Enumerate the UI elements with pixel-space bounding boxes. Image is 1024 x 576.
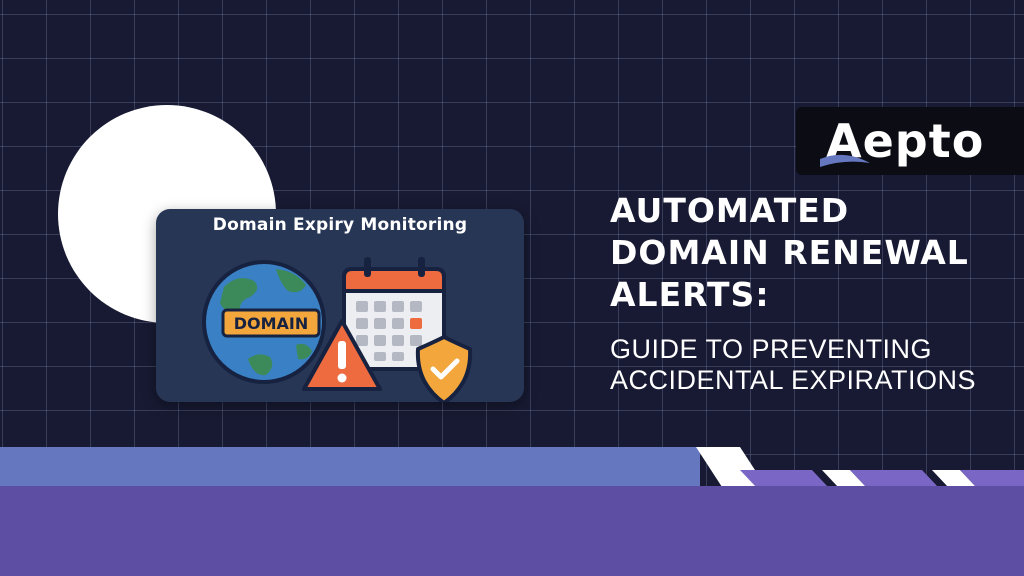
calendar-icon xyxy=(342,257,446,371)
headline: AUTOMATED DOMAIN RENEWAL ALERTS: xyxy=(610,190,969,316)
domain-badge: DOMAIN xyxy=(221,308,321,338)
card-illustration: DOMAIN xyxy=(202,257,473,402)
subheadline: GUIDE TO PREVENTING ACCIDENTAL EXPIRATIO… xyxy=(610,334,976,396)
subheadline-line: GUIDE TO PREVENTING xyxy=(610,334,933,364)
headline-line: ALERTS: xyxy=(610,275,770,314)
headline-line: DOMAIN RENEWAL xyxy=(610,233,969,272)
illustration-card: Domain Expiry Monitoring DOMAIN xyxy=(156,209,524,402)
shield-check-icon xyxy=(415,335,473,402)
card-title: Domain Expiry Monitoring xyxy=(212,215,468,235)
warning-icon xyxy=(302,319,382,391)
subheadline-line: ACCIDENTAL EXPIRATIONS xyxy=(610,365,977,395)
logo-swoosh-icon xyxy=(820,154,870,167)
brand-logo-box: Aepto xyxy=(796,107,1024,175)
headline-line: AUTOMATED xyxy=(610,191,850,230)
domain-badge-label: DOMAIN xyxy=(234,314,309,333)
